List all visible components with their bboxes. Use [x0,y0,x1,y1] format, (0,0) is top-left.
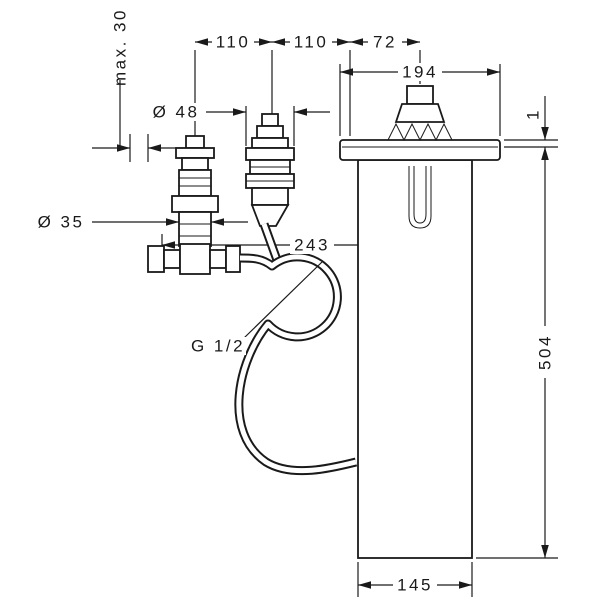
dim-label-bg [393,576,437,594]
dim-label-bg [192,337,246,355]
dim-label-bg [32,213,90,231]
cartridge-collar [251,137,289,149]
tee-nut-left [147,245,165,273]
dim-label-bg [212,33,254,51]
dim-label-bg [368,33,402,51]
plate-outline [339,139,501,161]
dimension-labels: 110 110 72 194 Ø 48 Ø 35 243 1 G 1/2 504… [32,8,555,595]
cartridge-upper [256,125,284,139]
overflow-slot-inner [413,166,427,224]
spout-cap [406,85,434,105]
tub-body [357,159,473,559]
dim-label-194: 194 [402,63,438,82]
hose-nipple-inner [261,223,280,261]
valve-neck [181,157,209,171]
dim-label-dia48: Ø 48 [153,103,200,122]
tee-pipe-left [163,249,181,269]
dim-label-bg [146,103,204,121]
valve-cap [185,135,205,149]
cartridge-flange [245,147,295,161]
valve-nut [171,195,219,213]
tee-pipe-right [209,249,227,269]
dim-label-bg [536,326,554,378]
valve-body [178,169,212,197]
tub-outline [357,159,473,559]
cartridge-cone [250,204,290,227]
hose [234,222,358,476]
dim-label-110-left: 110 [216,33,251,52]
cartridge-lower [251,187,289,206]
left-valve [147,135,241,275]
dim-label-1: 1 [524,108,543,120]
spout [387,85,453,142]
valve-lower-body [178,211,212,247]
dim-label-bg [290,33,332,51]
overflow-slot-outer [408,166,432,229]
dim-label-145: 145 [397,576,433,595]
dim-label-max30: max. 30 [111,8,130,86]
dim-label-bg [398,63,442,81]
thread-label: G 1/2 [191,337,245,356]
valve-flange [175,147,215,159]
cartridge-stem [261,113,279,127]
hose-core [236,254,357,474]
tee-center [179,243,211,275]
right-valve [245,113,295,227]
dim-label-110-right: 110 [294,33,329,52]
thread-leader-line [243,261,323,339]
dim-label-bg [290,236,334,254]
dim-label-243: 243 [294,236,330,255]
spout-body [394,103,446,123]
dim-label-504: 504 [536,334,555,370]
spray-pattern [387,122,453,142]
dim-label-dia35: Ø 35 [38,213,85,232]
dim-label-72: 72 [373,33,397,52]
deck-plate [339,139,501,161]
tee-nut-right [225,245,241,273]
